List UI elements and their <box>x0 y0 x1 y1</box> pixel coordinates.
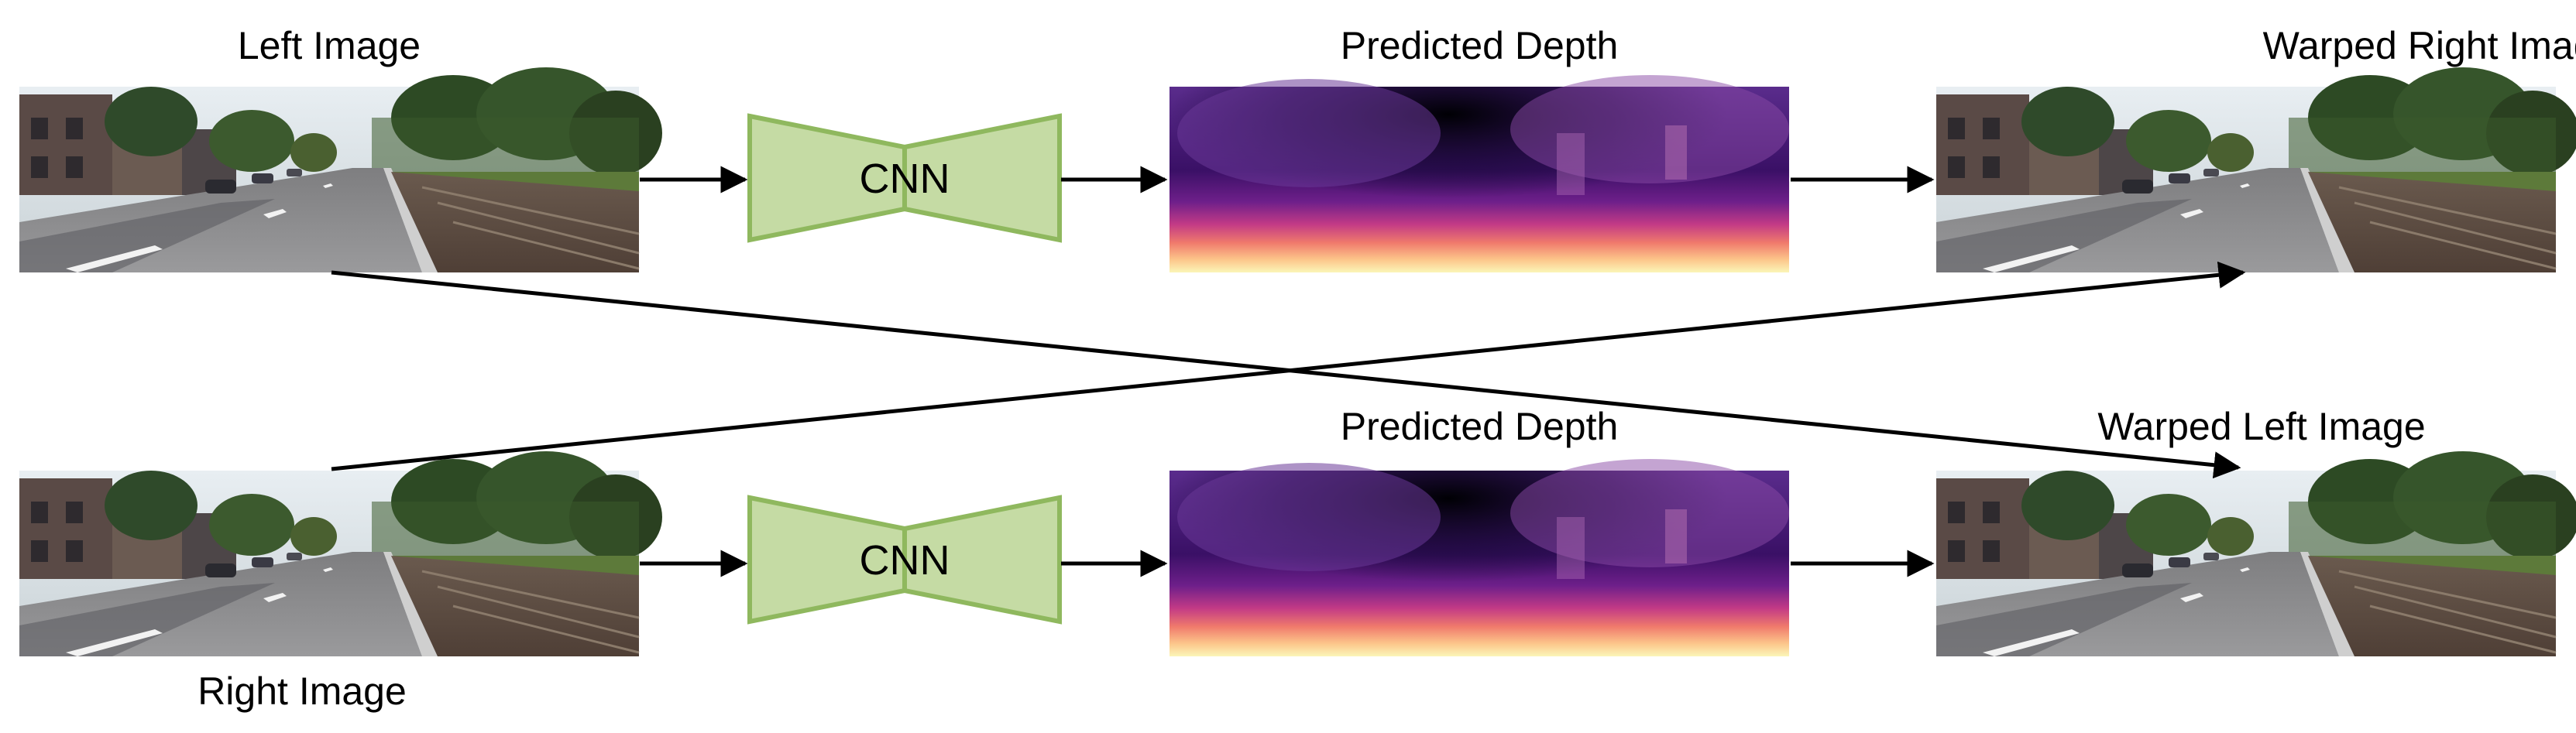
right-image <box>18 450 664 658</box>
right-image-label: Right Image <box>197 670 407 713</box>
left-image-label: Left Image <box>238 24 421 67</box>
cnn-top-label: CNN <box>860 156 950 202</box>
cnn-bottom: CNN <box>750 498 1060 622</box>
predicted-depth-top-label: Predicted Depth <box>1341 24 1619 67</box>
left-image <box>18 66 664 274</box>
predicted-depth-top <box>1170 75 1789 272</box>
cnn-bottom-label: CNN <box>860 537 950 584</box>
predicted-depth-bottom-label: Predicted Depth <box>1341 405 1619 448</box>
warped-left-label: Warped Left Image <box>2097 405 2425 448</box>
predicted-depth-bottom <box>1170 459 1789 656</box>
warped-right-label: Warped Right Image <box>2263 24 2576 67</box>
warped-left-image <box>1935 450 2576 658</box>
cnn-top: CNN <box>750 116 1060 240</box>
arrow-right-to-warped-right <box>331 261 2246 471</box>
warped-right-image <box>1935 66 2576 274</box>
